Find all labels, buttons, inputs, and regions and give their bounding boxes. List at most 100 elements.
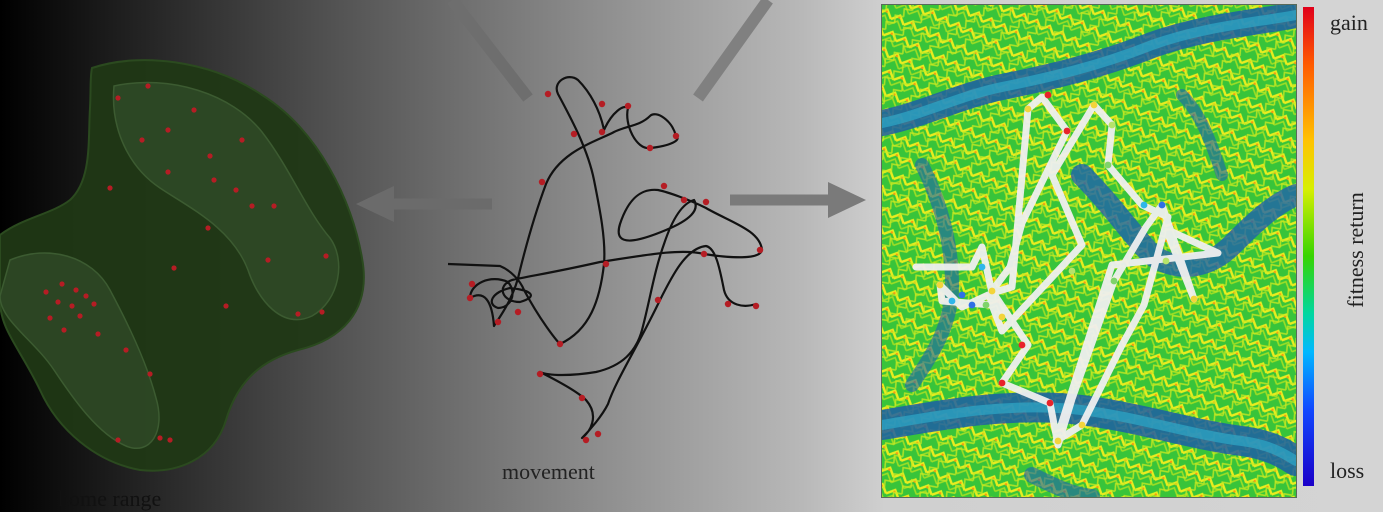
- movement-label: movement: [502, 459, 595, 484]
- landscape-fix-point: [988, 287, 996, 295]
- colorbar-loss-label: loss: [1330, 458, 1365, 483]
- landscape-fix-point: [1046, 399, 1054, 407]
- home-range-fix-point: [115, 95, 121, 101]
- movement-fix-point: [624, 102, 632, 110]
- connector-line-left: [447, 0, 533, 102]
- home-range-fix-point: [271, 203, 277, 209]
- home-range-label: home range: [58, 486, 162, 511]
- movement-fix-points: [466, 90, 764, 444]
- movement-fix-point: [660, 182, 668, 190]
- movement-fix-point: [602, 260, 610, 268]
- movement-fix-point: [598, 128, 606, 136]
- home-range-fix-point: [265, 257, 271, 263]
- home-range-fix-point: [295, 311, 301, 317]
- movement-fix-point: [578, 394, 586, 402]
- fitness-colorbar: [1303, 7, 1314, 486]
- movement-fix-point: [514, 308, 522, 316]
- home-range-fix-point: [205, 225, 211, 231]
- landscape-fix-point: [1090, 101, 1098, 109]
- home-range-fix-point: [239, 137, 245, 143]
- home-range-fix-point: [147, 371, 153, 377]
- home-range-fix-point: [43, 289, 49, 295]
- home-range-fix-point: [319, 309, 325, 315]
- movement-fix-point: [680, 196, 688, 204]
- home-range-fix-point: [61, 327, 67, 333]
- fitness-landscape-map: [881, 4, 1297, 498]
- home-range-fix-point: [207, 153, 213, 159]
- movement-fix-point: [594, 430, 602, 438]
- landscape-fix-point: [1162, 257, 1170, 265]
- right-arrow-icon: [730, 182, 866, 218]
- landscape-valleys: [882, 5, 1296, 497]
- left-arrow-icon: [356, 186, 492, 222]
- movement-fix-point: [570, 130, 578, 138]
- home-range-fix-point: [55, 299, 61, 305]
- home-range-fix-point: [69, 303, 75, 309]
- home-range-fix-point: [323, 253, 329, 259]
- landscape-fix-point: [1018, 341, 1026, 349]
- movement-fix-point: [536, 370, 544, 378]
- connector-line-right: [693, 0, 773, 102]
- movement-track-line: [447, 76, 764, 440]
- landscape-fix-point: [982, 301, 990, 309]
- landscape-fix-point: [998, 313, 1006, 321]
- home-range-panel: [0, 59, 365, 472]
- home-range-fix-point: [223, 303, 229, 309]
- landscape-fix-point: [936, 281, 944, 289]
- colorbar-gain-label: gain: [1330, 10, 1368, 35]
- home-range-fix-point: [157, 435, 163, 441]
- home-range-fix-point: [191, 107, 197, 113]
- landscape-fix-point: [1054, 437, 1062, 445]
- landscape-fix-point: [1140, 201, 1148, 209]
- movement-fix-point: [700, 250, 708, 258]
- landscape-fix-point: [1024, 105, 1032, 113]
- landscape-fix-point: [1078, 421, 1086, 429]
- home-range-fix-point: [145, 83, 151, 89]
- home-range-fix-point: [139, 137, 145, 143]
- landscape-fix-point: [1190, 295, 1198, 303]
- landscape-fix-point: [968, 301, 976, 309]
- movement-fix-point: [752, 302, 760, 310]
- landscape-fix-point: [1108, 121, 1116, 129]
- landscape-fix-point: [1068, 267, 1076, 275]
- home-range-fix-point: [171, 265, 177, 271]
- landscape-fix-point: [978, 263, 986, 271]
- landscape-fix-point: [1158, 201, 1166, 209]
- movement-fix-point: [538, 178, 546, 186]
- home-range-fix-point: [167, 437, 173, 443]
- home-range-fix-points: [43, 83, 329, 443]
- movement-fix-point: [724, 300, 732, 308]
- home-range-fix-point: [249, 203, 255, 209]
- home-range-fix-point: [77, 313, 83, 319]
- home-range-core-area-upper: [112, 81, 340, 321]
- landscape-fix-point: [1104, 161, 1112, 169]
- movement-fix-point: [556, 340, 564, 348]
- landscape-fix-point: [998, 379, 1006, 387]
- landscape-fix-points: [936, 91, 1198, 445]
- movement-fix-point: [466, 294, 474, 302]
- movement-fix-point: [598, 100, 606, 108]
- home-range-fix-point: [95, 331, 101, 337]
- home-range-fix-point: [211, 177, 217, 183]
- home-range-fix-point: [165, 127, 171, 133]
- home-range-fix-point: [73, 287, 79, 293]
- home-range-core-area-lower: [0, 252, 160, 449]
- movement-fix-point: [654, 296, 662, 304]
- movement-fix-point: [756, 246, 764, 254]
- home-range-fix-point: [107, 185, 113, 191]
- landscape-fix-point: [1063, 127, 1071, 135]
- home-range-fix-point: [115, 437, 121, 443]
- movement-fix-point: [544, 90, 552, 98]
- home-range-fix-point: [91, 301, 97, 307]
- movement-fix-point: [582, 436, 590, 444]
- movement-fix-point: [468, 280, 476, 288]
- movement-fix-point: [702, 198, 710, 206]
- home-range-fix-point: [233, 187, 239, 193]
- home-range-fix-point: [165, 169, 171, 175]
- connector-arrows: [356, 0, 866, 222]
- movement-fix-point: [672, 132, 680, 140]
- movement-fix-point: [646, 144, 654, 152]
- movement-fix-point: [494, 318, 502, 326]
- landscape-fix-point: [1044, 91, 1052, 99]
- home-range-fix-point: [83, 293, 89, 299]
